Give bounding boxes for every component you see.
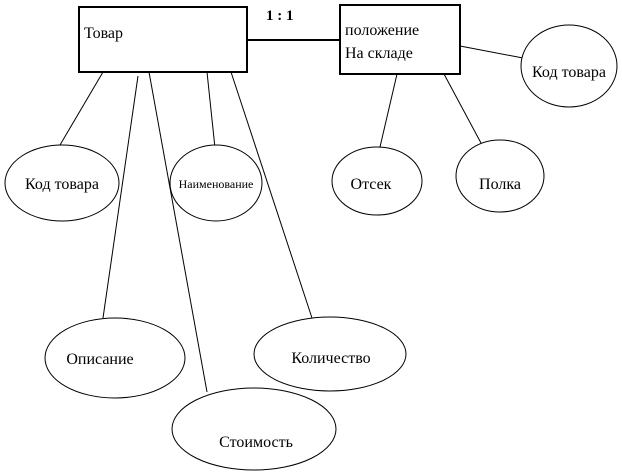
attribute-polozhenie-otsek[interactable]: Отсек (331, 146, 423, 216)
attribute-tovar-kod[interactable]: Код товара (4, 144, 120, 222)
connector-tovar-stoimost (148, 71, 208, 393)
entity-polozhenie-label-line2: На складе (345, 45, 413, 62)
attribute-tovar-kolichestvo[interactable]: Количество (253, 316, 407, 392)
connector-tovar-kod (59, 71, 104, 146)
entity-polozhenie[interactable]: положение На складе (339, 4, 461, 75)
connector-tovar-opisanie (102, 75, 139, 319)
attribute-label: Отсек (351, 176, 392, 193)
connector-polozhenie-polka (443, 73, 482, 144)
attribute-label: Стоимость (219, 434, 293, 451)
connector-tovar-naimenovanie (206, 71, 216, 149)
connector-tovar-kolichestvo (230, 71, 313, 319)
entity-tovar[interactable]: Товар (78, 6, 248, 73)
attribute-label: Описание (66, 351, 133, 368)
attribute-label: Код товара (532, 64, 606, 81)
attribute-label: Полка (479, 176, 521, 193)
relationship-cardinality: 1 : 1 (266, 8, 294, 24)
connector-polozhenie-kod (459, 45, 524, 59)
entity-polozhenie-label-line1: положение (345, 22, 419, 39)
attribute-tovar-naimenovanie[interactable]: Наименование (169, 144, 263, 222)
attribute-label: Код товара (25, 176, 99, 193)
attribute-tovar-stoimost[interactable]: Стоимость (171, 387, 337, 471)
connector-polozhenie-otsek (379, 73, 398, 148)
attribute-polozhenie-polka[interactable]: Полка (455, 139, 545, 213)
attribute-polozhenie-kod[interactable]: Код товара (520, 24, 618, 108)
attribute-label: Наименование (179, 177, 254, 191)
entity-tovar-label: Товар (84, 25, 123, 42)
attribute-tovar-opisanie[interactable]: Описание (44, 317, 186, 399)
attribute-label: Количество (291, 350, 370, 367)
